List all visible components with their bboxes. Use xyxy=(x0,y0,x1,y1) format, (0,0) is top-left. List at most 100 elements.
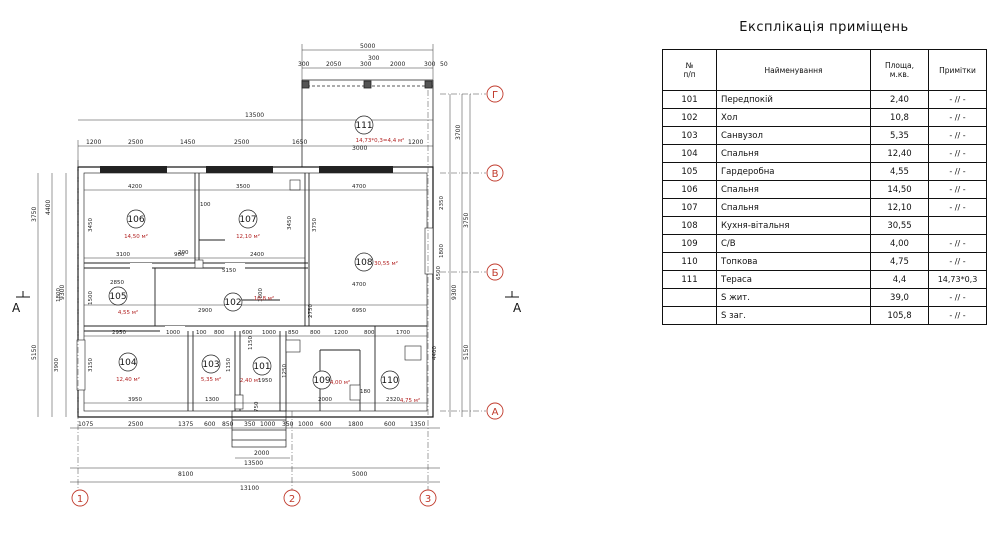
dim-low-10: 800 xyxy=(364,330,375,336)
dim-axes-23: 5000 xyxy=(352,471,367,478)
dim-bot-13: 1350 xyxy=(410,421,425,428)
dim-inner-4: 2320 xyxy=(386,397,400,403)
dim-left-in-2: 1500 xyxy=(88,291,94,305)
dim-low-4: 800 xyxy=(214,330,225,336)
dim-top-3: 1450 xyxy=(180,139,195,146)
dim-inner-2: 1300 xyxy=(205,397,219,403)
dim-left-in-3: 3900 xyxy=(54,358,60,372)
floor-plan-drawing: 1 2 3 Г В Б А А А 5000 300 xyxy=(12,43,522,507)
table-row: S жит.39,0- // - xyxy=(662,288,987,307)
dim-left-4: 9300 xyxy=(59,285,66,300)
room-note-cell: - // - xyxy=(928,288,987,307)
room-name-cell: Гардеробна xyxy=(716,162,871,181)
room-area-cell: 4,00 xyxy=(870,234,929,253)
dim-mid-1: 3100 xyxy=(116,252,130,258)
dim-top-1: 1200 xyxy=(86,139,101,146)
dim-left-2: 4400 xyxy=(45,200,52,215)
header-name: Найменування xyxy=(716,49,871,91)
dim-top-2: 2500 xyxy=(128,139,143,146)
room-102-number: 102 xyxy=(224,298,241,308)
room-number-cell: 106 xyxy=(662,180,717,199)
dim-bot-6: 350 xyxy=(244,421,256,428)
dim-4700b: 4700 xyxy=(352,282,366,288)
axis-a-label: А xyxy=(492,407,499,418)
dim-terrace-inner: 3000 xyxy=(352,145,367,152)
room-number-cell: 111 xyxy=(662,270,717,289)
room-note-cell: - // - xyxy=(928,252,987,271)
room-note-cell: - // - xyxy=(928,234,987,253)
room-number-cell: 109 xyxy=(662,234,717,253)
room-109-area: 4,00 м² xyxy=(330,379,350,386)
dim-axes-12: 8100 xyxy=(178,471,193,478)
dim-low-2: 1000 xyxy=(166,330,180,336)
room-number-cell: 103 xyxy=(662,126,717,145)
room-101-number: 101 xyxy=(253,362,270,372)
dim-small-2: 200 xyxy=(178,250,189,256)
room-name-cell: Передпокій xyxy=(716,90,871,109)
interior-walls xyxy=(84,173,427,411)
dim-mid-v-7: 1150 xyxy=(226,358,232,372)
room-108-number: 108 xyxy=(355,258,372,268)
room-area-cell: 39,0 xyxy=(870,288,929,307)
section-mark-left: А xyxy=(12,301,21,315)
dim-right-1: 3700 xyxy=(455,125,462,140)
room-area-cell: 30,55 xyxy=(870,216,929,235)
table-row: S заг.105,8- // - xyxy=(662,306,987,325)
axis-1-label: 1 xyxy=(77,494,83,505)
room-area-cell: 105,8 xyxy=(870,306,929,325)
axis-g-label: Г xyxy=(492,90,498,101)
windows xyxy=(76,166,434,391)
dim-bot-1: 1075 xyxy=(78,421,93,428)
room-markers xyxy=(108,115,400,390)
dim-terrace-end: 50 xyxy=(440,61,448,68)
room-area-cell: 4,75 xyxy=(870,252,929,271)
porch xyxy=(231,410,287,448)
dim-terrace-part-3: 300 xyxy=(360,61,372,68)
dim-low-3: 100 xyxy=(196,330,207,336)
room-area-cell: 12,10 xyxy=(870,198,929,217)
dim-terrace-part-5: 300 xyxy=(424,61,436,68)
dim-low-11: 1700 xyxy=(396,330,410,336)
dim-b-2: 3500 xyxy=(236,184,250,190)
dim-bot-8: 350 xyxy=(282,421,294,428)
dim-bot-2: 2500 xyxy=(128,421,143,428)
dim-low-7: 850 xyxy=(288,330,299,336)
dim-top-6: 1200 xyxy=(408,139,423,146)
dim-mid-v-1: 3450 xyxy=(287,216,293,230)
dim-bot-10: 600 xyxy=(320,421,332,428)
room-107-number: 107 xyxy=(239,215,256,225)
dim-bot-12: 600 xyxy=(384,421,396,428)
dim-inner-3: 2000 xyxy=(318,397,332,403)
dim-right-3: 5150 xyxy=(463,345,470,360)
dim-bot-7: 1000 xyxy=(260,421,275,428)
dim-bot-4: 600 xyxy=(204,421,216,428)
dim-bot-5: 850 xyxy=(222,421,234,428)
dim-right-2: 3750 xyxy=(463,213,470,228)
dim-2850: 2850 xyxy=(110,280,124,286)
room-105-number: 105 xyxy=(109,292,126,302)
dim-low-5: 600 xyxy=(242,330,253,336)
room-110-area: 4,75 м² xyxy=(400,397,420,404)
room-107-area: 12,10 м² xyxy=(236,233,260,240)
room-name-cell: S жит. xyxy=(716,288,871,307)
room-area-cell: 4,55 xyxy=(870,162,929,181)
dim-right-in-2: 2350 xyxy=(439,196,445,210)
fixtures xyxy=(130,179,422,410)
room-number-cell: 108 xyxy=(662,216,717,235)
room-note-cell: - // - xyxy=(928,198,987,217)
dim-mid-v-2: 3750 xyxy=(312,218,318,232)
room-name-cell: S заг. xyxy=(716,306,871,325)
dim-inner-1: 3950 xyxy=(128,397,142,403)
room-name-cell: Спальня xyxy=(716,198,871,217)
axis-2-label: 2 xyxy=(289,494,295,505)
room-101-area: 2,40 м² xyxy=(240,377,260,384)
dim-mid-v-4: 2750 xyxy=(308,304,314,318)
dim-mid-2: 900 xyxy=(174,252,185,258)
dim-bot-9: 1000 xyxy=(298,421,313,428)
room-explication: Експлікація приміщень № п/п Найменування… xyxy=(662,20,987,325)
dim-low-1: 2950 xyxy=(112,330,126,336)
